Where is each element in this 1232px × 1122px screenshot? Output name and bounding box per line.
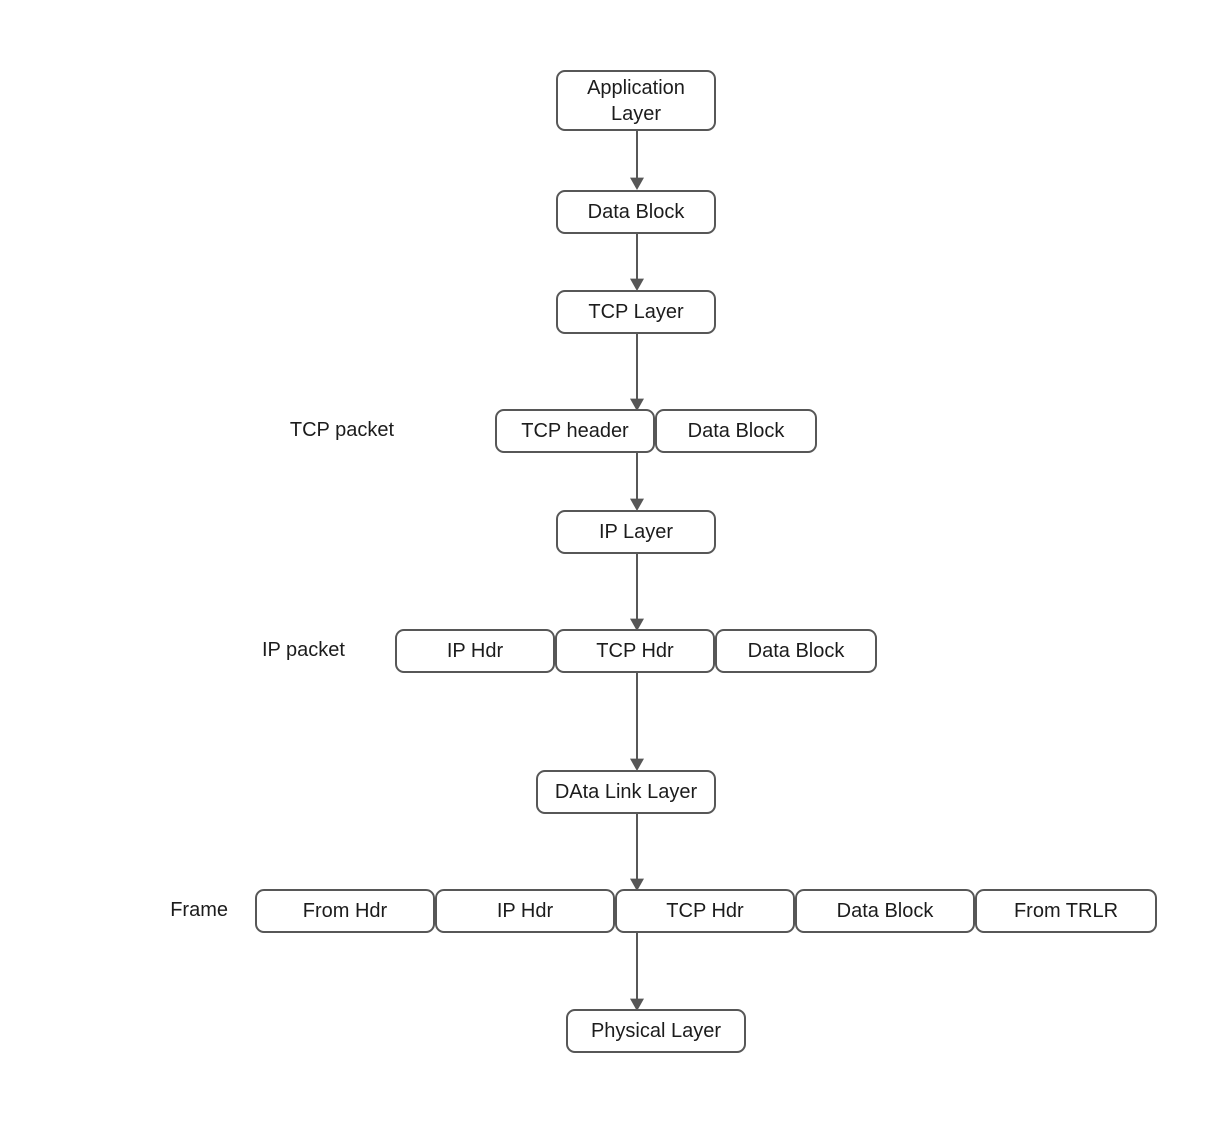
node-data-block[interactable]: Data Block (556, 190, 716, 234)
node-physical-layer[interactable]: Physical Layer (566, 1009, 746, 1053)
row-frame: From Hdr IP Hdr TCP Hdr Data Block From … (255, 889, 1157, 933)
cell-tcp-packet-data-block[interactable]: Data Block (655, 409, 817, 453)
cell-frame-from-trlr[interactable]: From TRLR (975, 889, 1157, 933)
row-ip-packet: IP Hdr TCP Hdr Data Block (395, 629, 877, 673)
row-tcp-packet: TCP header Data Block (495, 409, 817, 453)
cell-frame-data-block[interactable]: Data Block (795, 889, 975, 933)
cell-frame-from-hdr[interactable]: From Hdr (255, 889, 435, 933)
node-ip-layer[interactable]: IP Layer (556, 510, 716, 554)
node-tcp-layer[interactable]: TCP Layer (556, 290, 716, 334)
cell-ip-packet-data-block[interactable]: Data Block (715, 629, 877, 673)
application-layer-label-line1: Application (587, 76, 685, 99)
cell-ip-packet-ip-hdr[interactable]: IP Hdr (395, 629, 555, 673)
cell-frame-tcp-hdr[interactable]: TCP Hdr (615, 889, 795, 933)
cell-tcp-header[interactable]: TCP header (495, 409, 655, 453)
application-layer-label-line2: Layer (610, 102, 662, 125)
caption-tcp-packet: TCP packet (289, 419, 394, 441)
caption-ip-packet: IP packet (261, 639, 345, 661)
cell-frame-ip-hdr[interactable]: IP Hdr (435, 889, 615, 933)
node-application-layer[interactable]: Application Layer (556, 70, 716, 131)
cell-ip-packet-tcp-hdr[interactable]: TCP Hdr (555, 629, 715, 673)
node-data-link-layer[interactable]: DAta Link Layer (536, 770, 716, 814)
caption-frame: Frame (170, 899, 228, 921)
